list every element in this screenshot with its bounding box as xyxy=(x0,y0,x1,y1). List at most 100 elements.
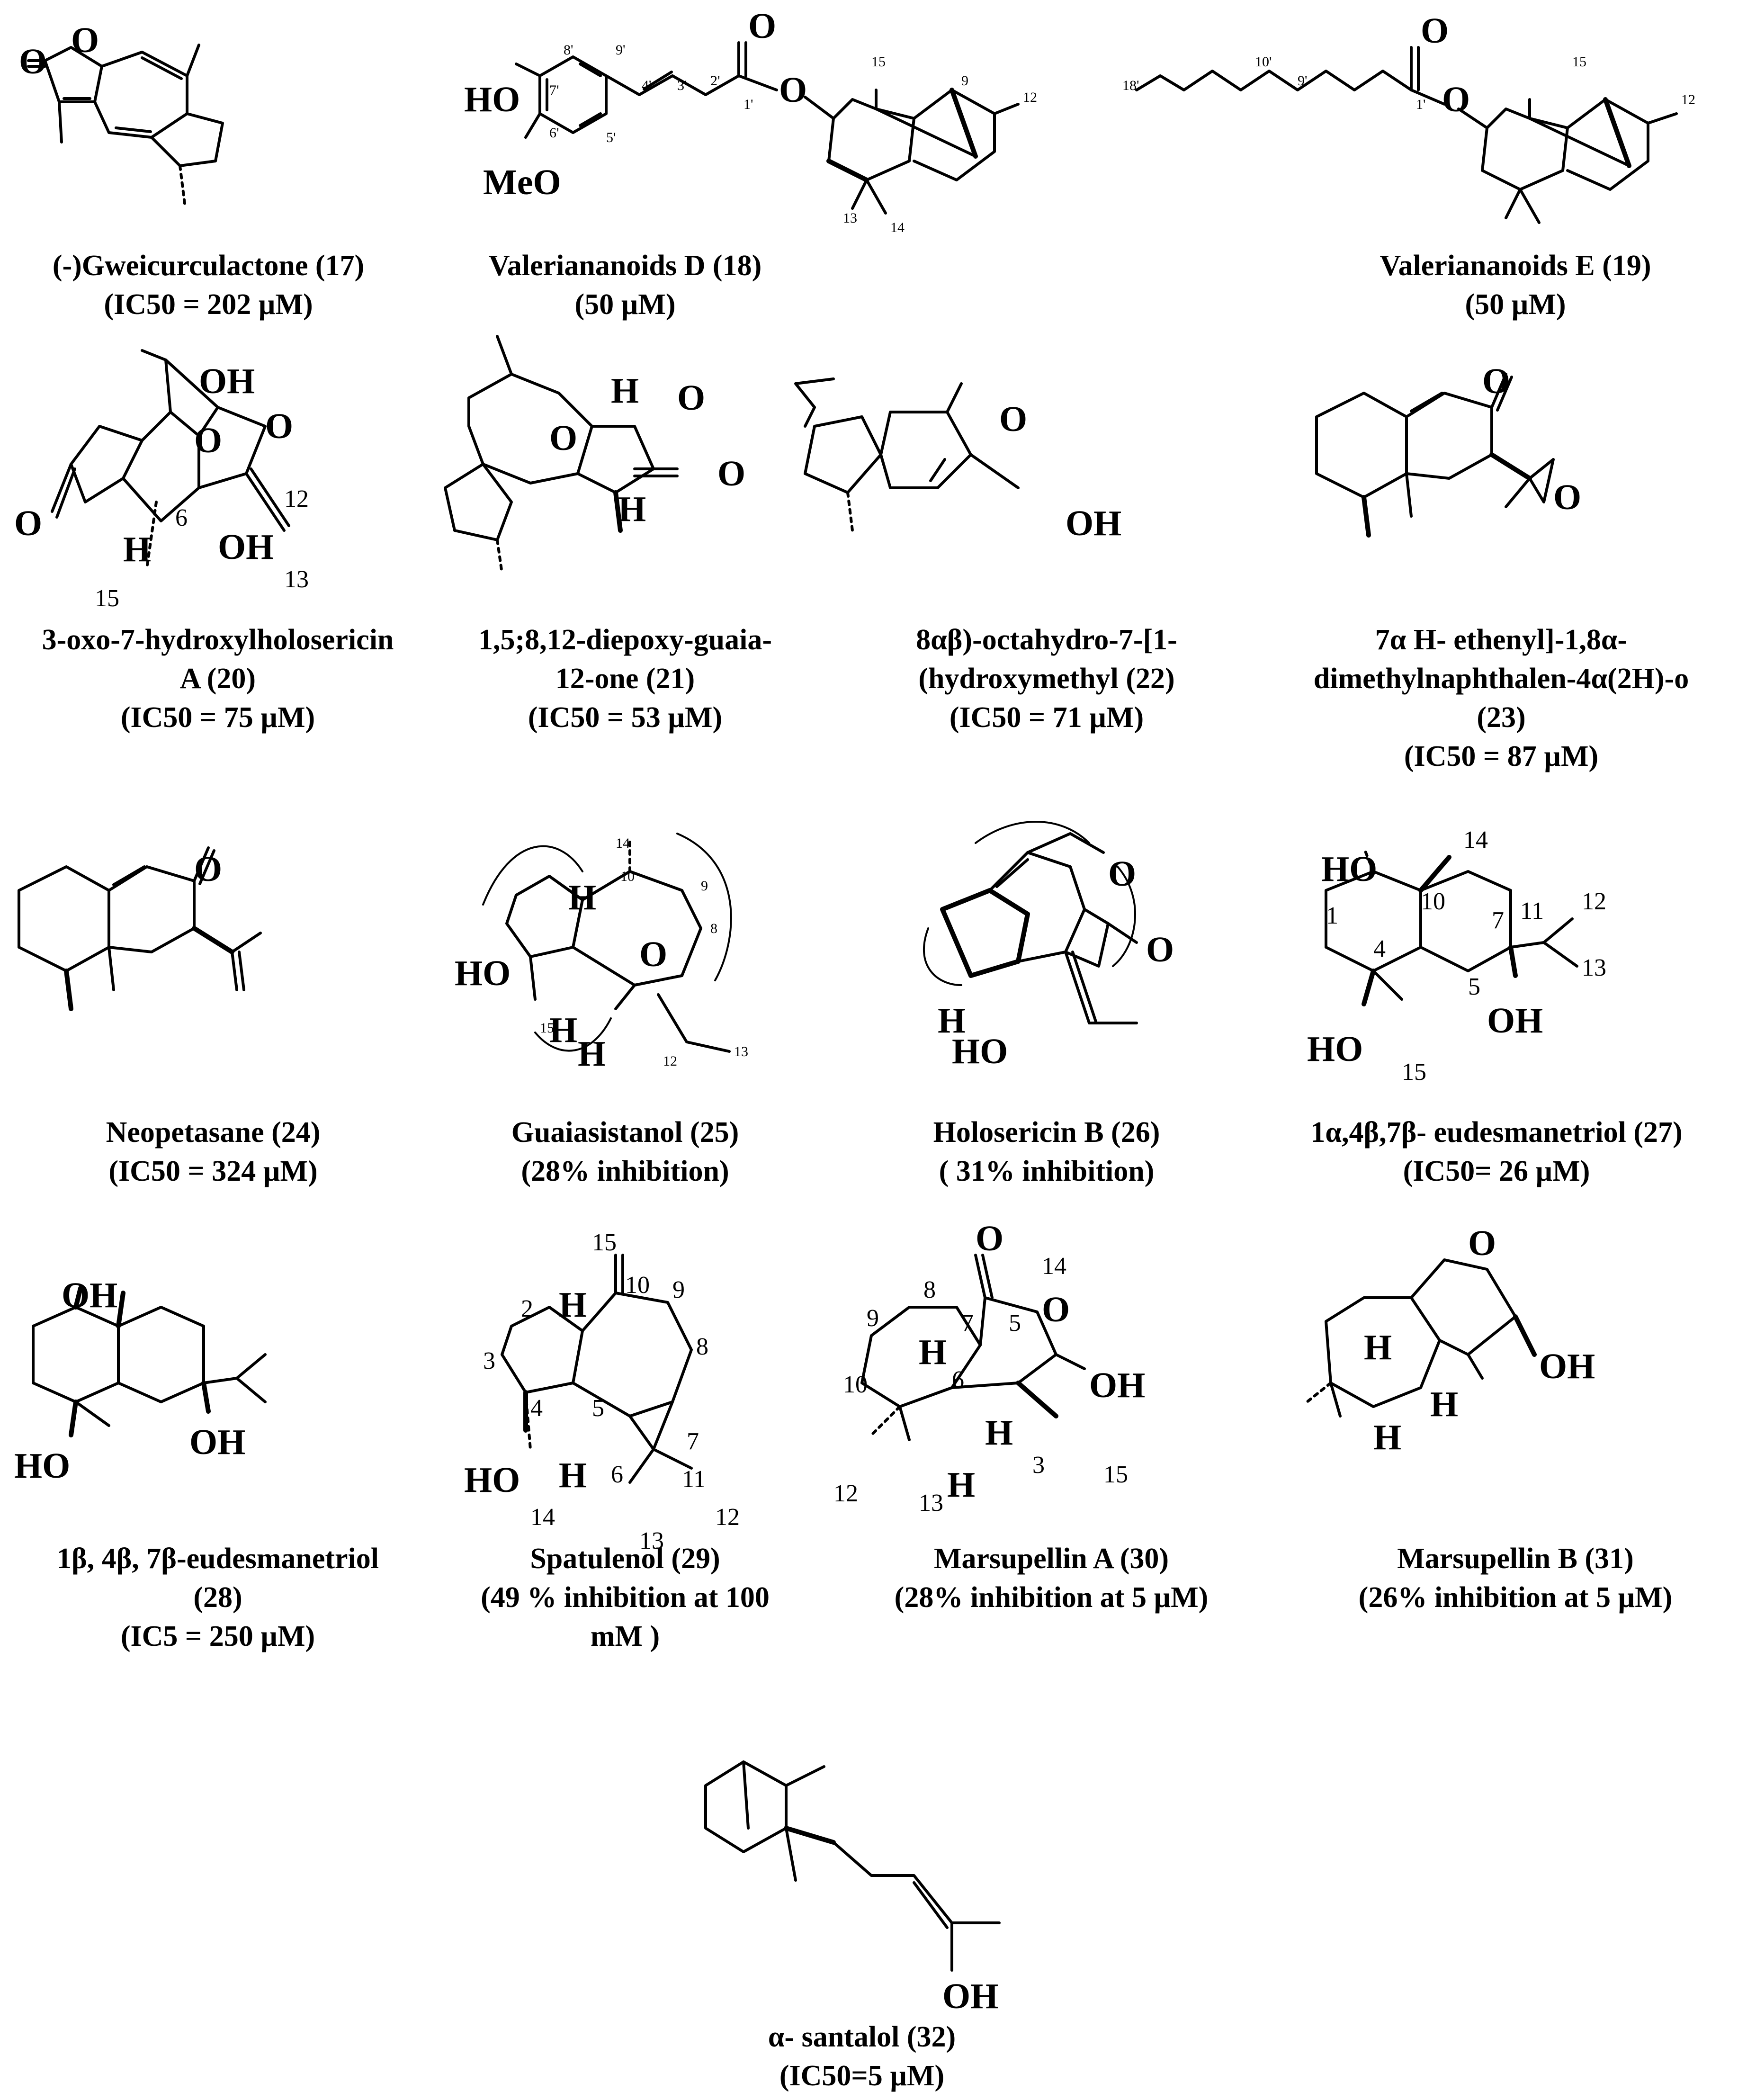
structure-17 xyxy=(27,44,224,205)
atom-label: O xyxy=(1108,854,1136,894)
caption-line: A (20) xyxy=(179,663,256,695)
atom-number: 6' xyxy=(549,125,559,141)
caption-19: Valeriananoids E (19) (50 µM) xyxy=(1345,246,1686,324)
structure-21 xyxy=(444,335,679,574)
atom-number: 9' xyxy=(616,42,625,58)
atom-number: 7 xyxy=(1492,907,1504,934)
caption-30: Marsupellin A (30) (28% inhibition at 5 … xyxy=(852,1539,1250,1617)
atom-number: 15 xyxy=(95,585,119,612)
structure-24 xyxy=(18,846,262,1011)
caption-line: (50 µM) xyxy=(1465,288,1566,321)
atom-label: H xyxy=(618,489,646,529)
atom-number: 12 xyxy=(1582,888,1606,915)
atom-number: 14 xyxy=(530,1504,555,1531)
atom-label: HO xyxy=(14,1446,70,1486)
structure-28 xyxy=(32,1286,267,1437)
atom-number: 9 xyxy=(701,878,708,894)
atom-number: 7 xyxy=(687,1428,699,1455)
structure-30 xyxy=(860,1254,1086,1441)
caption-line: 12-one (21) xyxy=(555,663,695,695)
atom-label: O xyxy=(779,70,807,110)
caption-line: Marsupellin A (30) xyxy=(933,1543,1169,1575)
atom-number: 6 xyxy=(175,504,188,531)
caption-26: Holosericin B (26) ( 31% inhibition) xyxy=(876,1113,1217,1191)
atom-number: 2 xyxy=(521,1295,533,1322)
structure-31 xyxy=(1306,1258,1537,1418)
atom-number: 13 xyxy=(284,566,309,593)
caption-line: (IC50 = 87 µM) xyxy=(1404,740,1599,772)
structure-20 xyxy=(51,349,290,570)
atom-number: 9 xyxy=(961,73,968,89)
caption-24: Neopetasane (24) (IC50 = 324 µM) xyxy=(28,1113,398,1191)
caption-line: Valeriananoids D (18) xyxy=(488,250,762,282)
caption-line: 1α,4β,7β- eudesmanetriol (27) xyxy=(1310,1116,1683,1149)
atom-number: 15 xyxy=(1572,54,1586,70)
atom-number: 13 xyxy=(639,1527,664,1554)
atom-label: H xyxy=(1430,1384,1458,1424)
structure-22 xyxy=(794,377,1020,532)
caption-line: (IC5 = 250 µM) xyxy=(120,1620,315,1652)
caption-line: (23) xyxy=(1477,701,1526,734)
caption-line: ( 31% inhibition) xyxy=(939,1155,1155,1187)
atom-number: 10 xyxy=(620,869,635,884)
atom-label: H xyxy=(985,1413,1013,1453)
atom-label: O xyxy=(194,849,222,889)
caption-line: (IC50 = 202 µM) xyxy=(104,288,313,321)
caption-line: (hydroxymethyl (22) xyxy=(918,663,1175,695)
atom-label: MeO xyxy=(483,162,561,202)
atom-label: HO xyxy=(464,1460,520,1500)
atom-label: H xyxy=(559,1285,587,1325)
atom-number: 5 xyxy=(1009,1310,1021,1337)
atom-label: H xyxy=(1373,1418,1401,1457)
atom-number: 7 xyxy=(961,1310,974,1337)
caption-23: 7α H- ethenyl]-1,8α- dimethylnaphthalen-… xyxy=(1274,620,1729,776)
atom-number: 1' xyxy=(1416,97,1425,112)
atom-number: 5 xyxy=(1468,973,1480,1000)
atom-label: O xyxy=(976,1219,1003,1258)
atom-number: 10 xyxy=(1421,888,1445,915)
atom-label: H xyxy=(559,1455,587,1495)
caption-17: (-)Gweicurculactone (17) (IC50 = 202 µM) xyxy=(28,246,388,324)
atom-label: OH xyxy=(1066,503,1121,543)
atom-number: 11 xyxy=(1520,897,1544,924)
caption-line: Holosericin B (26) xyxy=(933,1116,1160,1149)
caption-line: mM ) xyxy=(590,1620,660,1652)
atom-number: 10 xyxy=(843,1371,868,1398)
caption-line: 8αβ)-octahydro-7-[1- xyxy=(916,624,1177,656)
caption-line: 1β, 4β, 7β-eudesmanetriol xyxy=(56,1543,379,1575)
atom-number: 3 xyxy=(483,1347,495,1374)
atom-number: 13 xyxy=(919,1490,943,1517)
caption-line: Neopetasane (24) xyxy=(106,1116,321,1149)
atom-number: 4 xyxy=(1373,935,1386,962)
atom-label: O xyxy=(1482,361,1510,401)
atom-number: 15 xyxy=(540,1020,554,1036)
atom-label: HO xyxy=(952,1032,1008,1071)
atom-number: 9' xyxy=(1298,73,1307,89)
atom-number: 13 xyxy=(1582,954,1606,981)
atom-number: 12 xyxy=(1681,92,1695,108)
caption-line: 7α H- ethenyl]-1,8α- xyxy=(1375,624,1628,656)
atom-label: H xyxy=(123,529,151,569)
atom-label: OH xyxy=(1487,1001,1543,1041)
atom-label: OH xyxy=(189,1422,245,1462)
atom-number: 11 xyxy=(682,1466,706,1493)
caption-line: (IC50 = 75 µM) xyxy=(120,701,315,734)
structure-26 xyxy=(923,821,1138,1024)
atom-number: 8 xyxy=(696,1333,708,1360)
atom-label: O xyxy=(194,421,222,460)
caption-line: (IC50=5 µM) xyxy=(779,2060,945,2092)
atom-number: 15 xyxy=(1103,1461,1128,1488)
atom-number: 8' xyxy=(564,42,573,58)
atom-label: O xyxy=(677,378,705,418)
caption-line: Valeriananoids E (19) xyxy=(1380,250,1651,282)
caption-line: (IC50 = 324 µM) xyxy=(108,1155,318,1187)
atom-label: O xyxy=(999,399,1027,439)
caption-line: dimethylnaphthalen-4α(2H)-o xyxy=(1313,663,1689,695)
atom-label: H xyxy=(1364,1328,1392,1367)
structure-23 xyxy=(1315,373,1555,538)
caption-21: 1,5;8,12-diepoxy-guaia- 12-one (21) (IC5… xyxy=(445,620,805,737)
atom-number: 18' xyxy=(1122,78,1139,93)
atom-label: OH xyxy=(1089,1365,1145,1405)
caption-line: (50 µM) xyxy=(574,288,676,321)
